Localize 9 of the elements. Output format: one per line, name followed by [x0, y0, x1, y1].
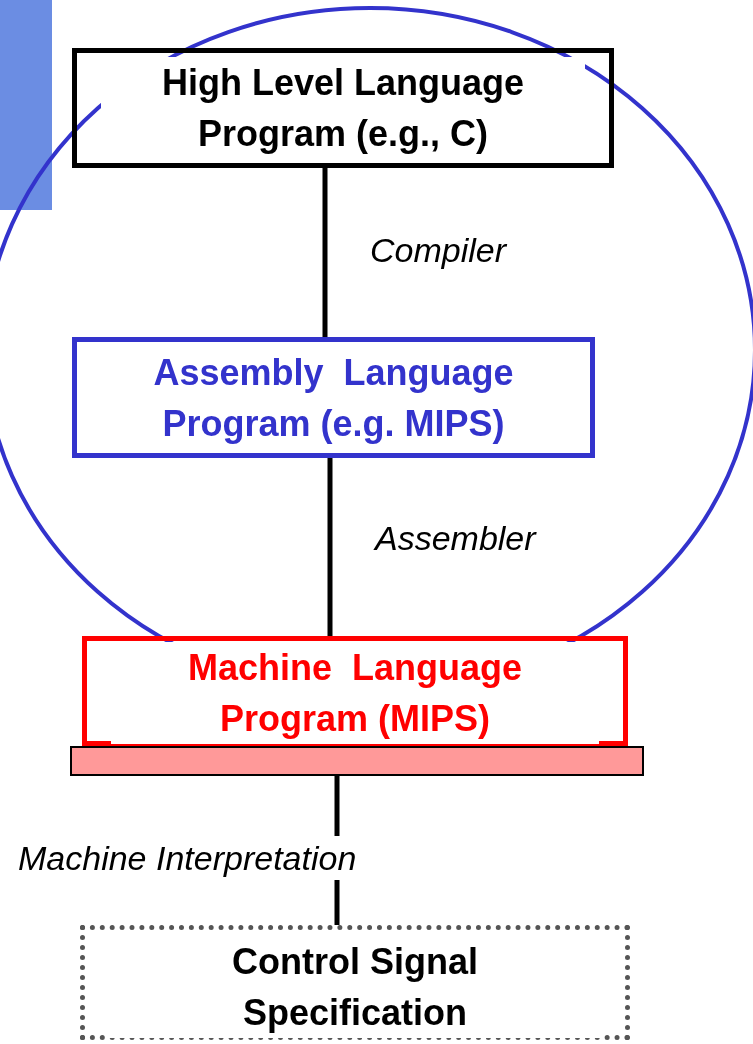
process-box: [80, 925, 630, 1040]
process-box: [72, 337, 595, 458]
connector-line: [327, 458, 333, 636]
edge-label: Machine Interpretation: [18, 836, 357, 880]
node-text: Machine Language Program (MIPS): [111, 642, 599, 744]
connector-line: [322, 168, 328, 337]
process-box: [72, 48, 614, 168]
process-box: [82, 636, 628, 746]
base-bar: [70, 746, 644, 776]
